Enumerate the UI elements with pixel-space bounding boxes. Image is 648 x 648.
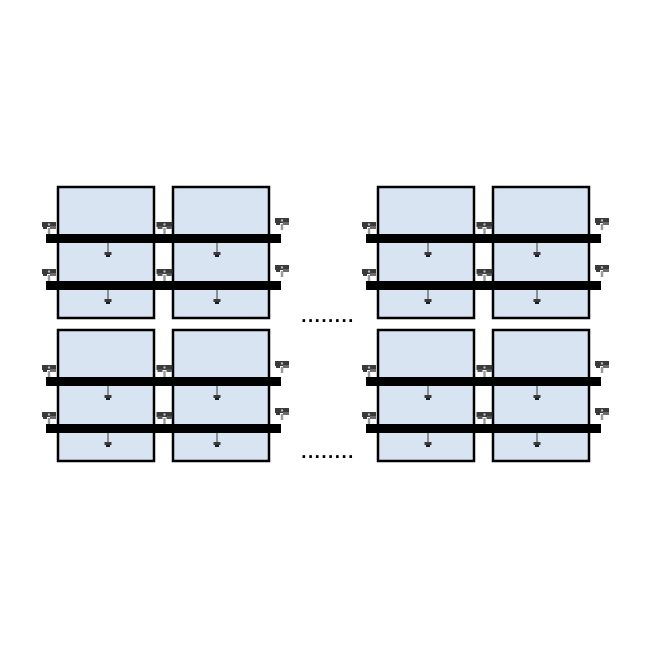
end-clamp-icon [42,365,56,377]
end-clamp-icon [275,361,289,373]
mounting-rail [46,281,281,290]
mounting-rail [366,234,601,243]
end-clamp-icon [362,269,376,281]
end-clamp-icon [42,412,56,424]
solar-panel [171,328,271,463]
end-clamp-icon [362,365,376,377]
mid-clamp-icon [476,365,493,377]
end-clamp-icon [42,269,56,281]
mounting-rail [366,377,601,386]
solar-panel [491,328,591,463]
array-block [362,185,609,320]
mid-clamp-icon [156,269,173,281]
end-clamp-icon [595,218,609,230]
mid-clamp-icon [156,222,173,234]
array-blocks [42,185,609,463]
ellipsis-bottom: ........ [301,444,355,462]
solar-panel [491,185,591,320]
end-clamp-icon [275,408,289,420]
end-clamp-icon [595,265,609,277]
array-block [42,185,289,320]
ellipsis-top: ........ [301,308,355,326]
mid-clamp-icon [476,222,493,234]
mid-clamp-icon [156,412,173,424]
mounting-rail [46,377,281,386]
end-clamp-icon [275,218,289,230]
mounting-rail [366,281,601,290]
mounting-rail [366,424,601,433]
array-block [362,328,609,463]
end-clamp-icon [595,408,609,420]
mid-clamp-icon [156,365,173,377]
end-clamp-icon [275,265,289,277]
mounting-rail [46,234,281,243]
solar-panel [171,185,271,320]
mid-clamp-icon [476,412,493,424]
end-clamp-icon [362,412,376,424]
end-clamp-icon [362,222,376,234]
end-clamp-icon [42,222,56,234]
mid-clamp-icon [476,269,493,281]
end-clamp-icon [595,361,609,373]
array-block [42,328,289,463]
mounting-rail [46,424,281,433]
